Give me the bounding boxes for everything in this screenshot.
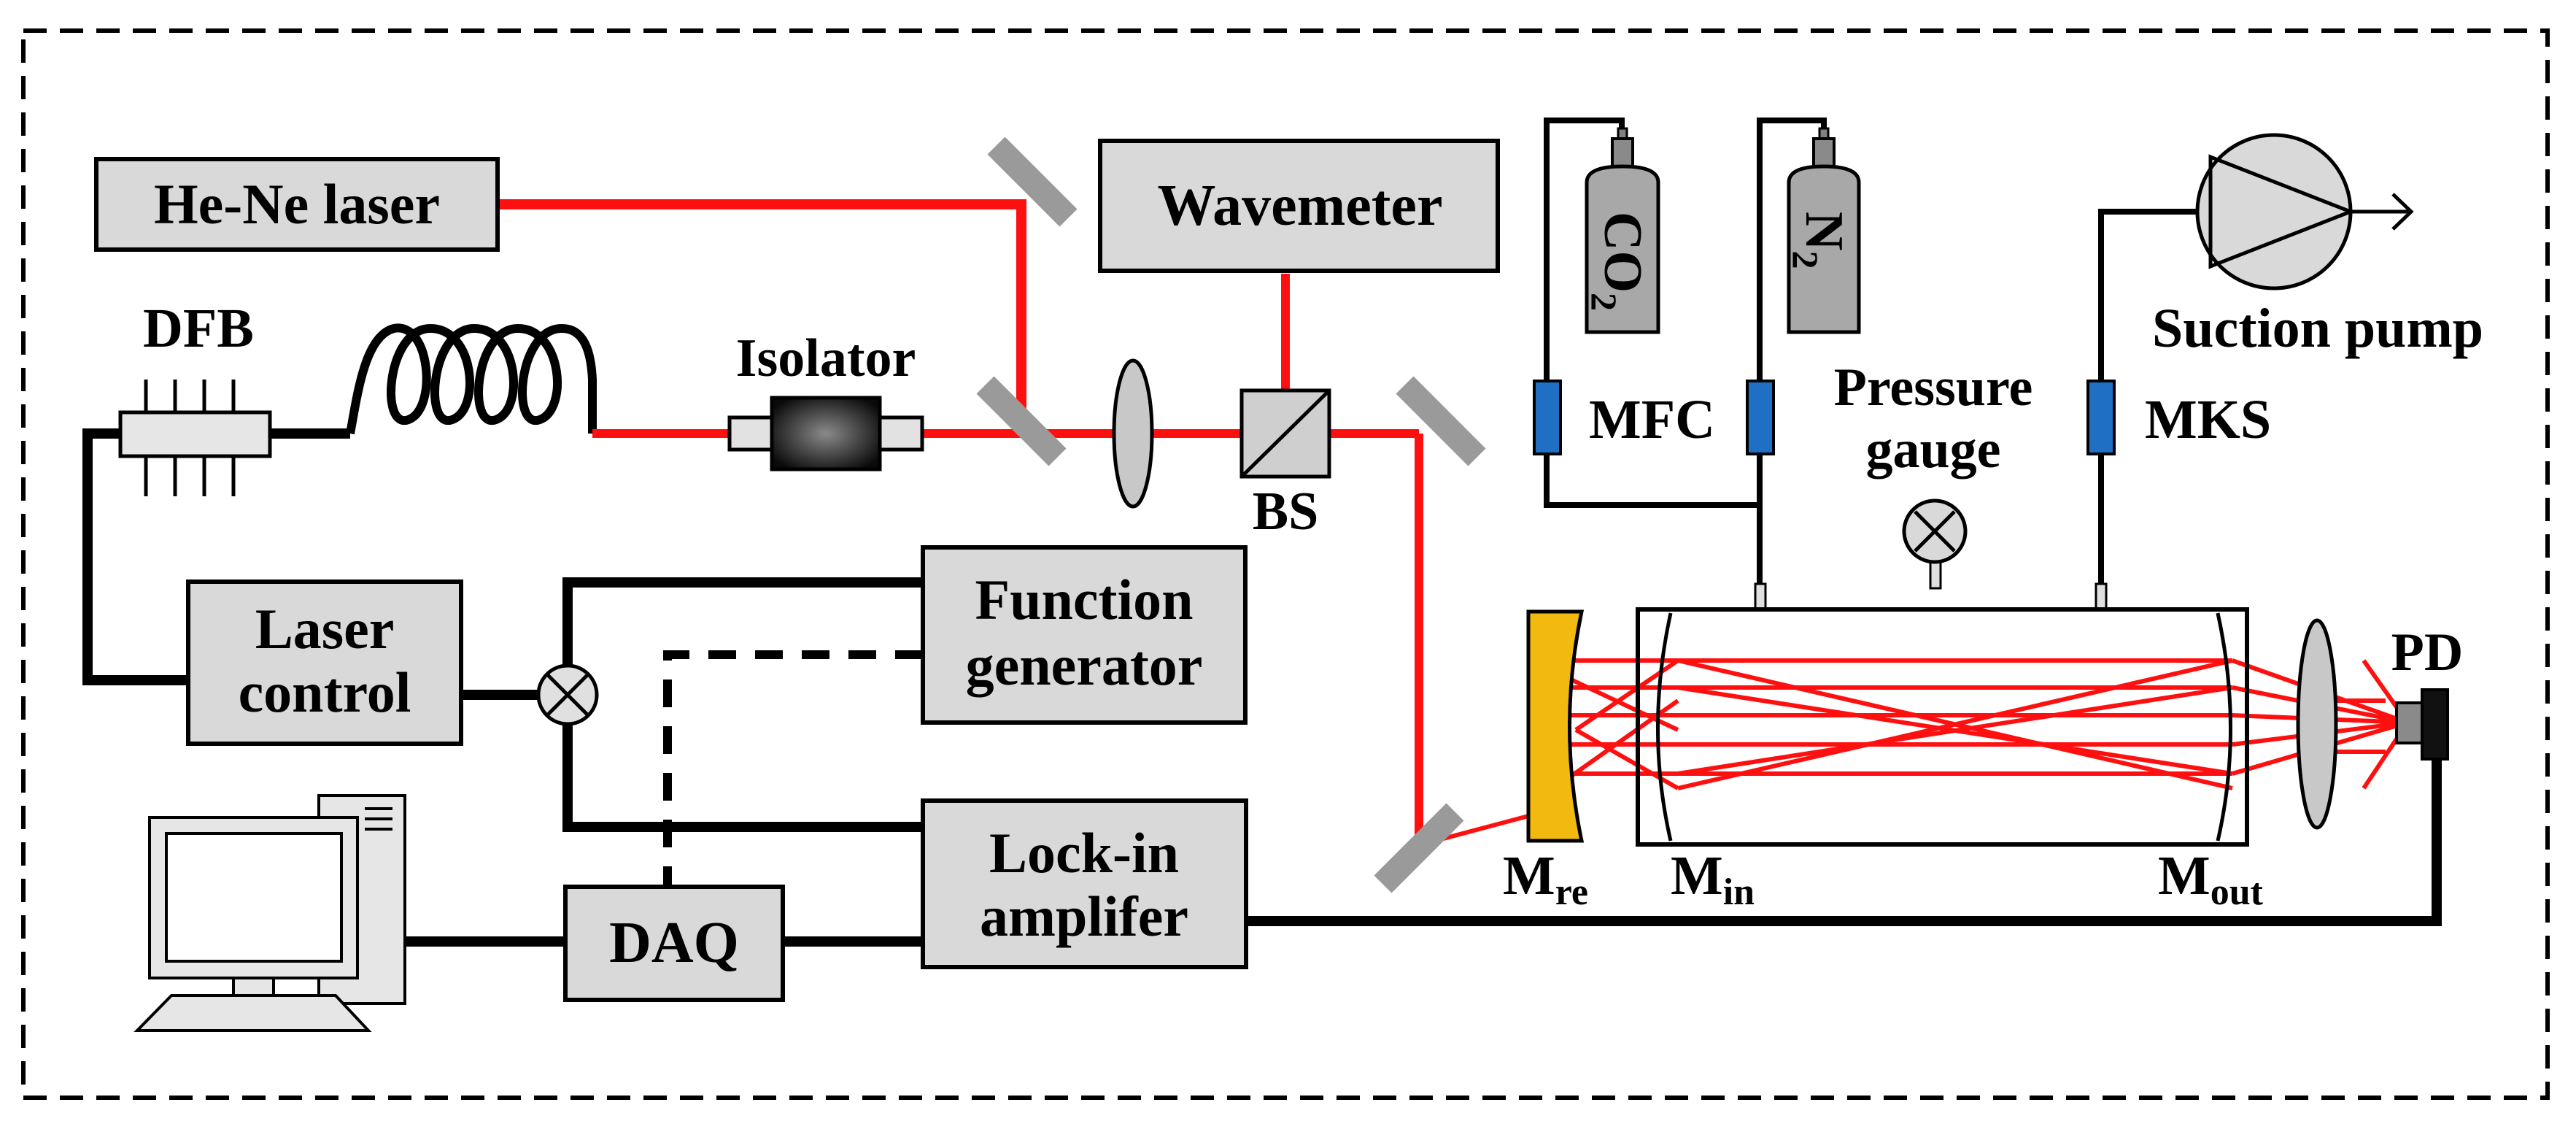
m-re-label: Mre (1503, 845, 1588, 913)
dfb-laser (118, 380, 272, 496)
computer-icon (134, 794, 406, 1032)
laser-control-label-2: control (239, 661, 411, 724)
m-in-label: Min (1671, 845, 1755, 913)
lockin-label-2: amplifer (980, 885, 1188, 948)
function-generator-label-1: Function (975, 568, 1193, 631)
photodetector-icon (2395, 688, 2449, 761)
mfc-label: MFC (1589, 389, 1715, 450)
laser-beams (498, 199, 2410, 847)
mirror-isolator (976, 376, 1067, 466)
mirror-right-lower (1374, 803, 1464, 893)
pressure-label-2: gauge (1866, 420, 2001, 480)
reentrant-mirror (1526, 609, 1585, 843)
lockin-amplifier-box (921, 798, 1248, 969)
laser-control-label-1: Laser (255, 597, 395, 661)
lockin-label-1: Lock-in (989, 821, 1179, 885)
n2-cylinder-icon (1787, 127, 1861, 334)
suction-pump-icon (2195, 133, 2414, 290)
mks-label: MKS (2145, 389, 2271, 450)
mks-block (2086, 380, 2116, 455)
m-out-label: Mout (2158, 845, 2264, 913)
multipass-cell (1636, 607, 2249, 847)
n2-label: N2 (1785, 212, 1854, 269)
gas-lines (1544, 118, 2198, 584)
mixer-icon (536, 663, 599, 726)
mfc-co2-block (1533, 380, 1562, 455)
suction-pump-label: Suction pump (2152, 298, 2483, 359)
optical-isolator (727, 396, 924, 471)
laser-control-box (186, 580, 463, 746)
isolator-label: Isolator (736, 328, 916, 388)
co2-cylinder-icon (1585, 127, 1660, 334)
bs-label: BS (1253, 482, 1319, 542)
outer-dashed-frame (21, 28, 2550, 1100)
mirror-right-upper (1396, 376, 1486, 466)
collection-lens (2296, 618, 2338, 830)
wavemeter-label: Wavemeter (1158, 174, 1443, 238)
pd-label: PD (2391, 623, 2464, 682)
mirror-hene (987, 136, 1078, 227)
co2-label: CO2 (1584, 212, 1652, 311)
hene-label: He-Ne laser (154, 172, 440, 236)
function-generator-label-2: generator (966, 634, 1203, 697)
electrical-cables (82, 323, 2442, 947)
daq-box (563, 885, 785, 1002)
beam-splitter (1239, 388, 1331, 479)
function-generator-box (921, 545, 1248, 725)
dfb-label: DFB (143, 298, 254, 359)
focusing-lens (1112, 358, 1154, 509)
mfc-n2-block (1746, 380, 1775, 455)
wavemeter-box (1098, 139, 1500, 273)
hene-laser-box (94, 157, 500, 252)
pressure-label-1: Pressure (1834, 358, 2033, 417)
pressure-gauge-icon (1902, 498, 1968, 590)
daq-label: DAQ (609, 911, 739, 975)
